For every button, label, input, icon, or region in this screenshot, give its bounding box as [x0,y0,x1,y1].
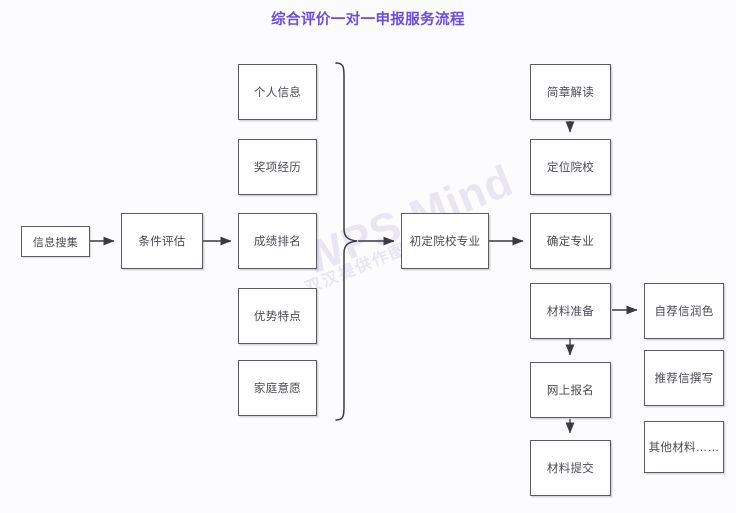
node-label: 初定院校专业 [409,236,481,248]
node-personal-info[interactable]: 个人信息 [238,64,317,120]
node-label: 信息搜集 [32,236,79,249]
node-brochure-reading[interactable]: 简章解读 [530,64,611,120]
node-locate-school[interactable]: 定位院校 [530,139,611,195]
node-condition-evaluation[interactable]: 条件评估 [121,213,203,269]
node-label: 确定专业 [546,236,595,248]
node-label: 推荐信撰写 [654,373,714,385]
node-recommendation-letter-writing[interactable]: 推荐信撰写 [644,350,724,406]
node-preliminary-school-major[interactable]: 初定院校专业 [401,213,489,269]
node-label: 材料提交 [546,463,595,475]
node-strength-traits[interactable]: 优势特点 [238,288,317,344]
node-label: 自荐信润色 [654,306,714,318]
node-label: 其他材料…… [648,442,720,454]
node-material-submission[interactable]: 材料提交 [530,440,611,496]
node-label: 简章解读 [546,87,595,99]
node-family-wishes[interactable]: 家庭意愿 [238,360,317,416]
page-title: 综合评价一对一申报服务流程 [271,12,465,28]
node-confirm-major[interactable]: 确定专业 [530,213,611,269]
node-online-registration[interactable]: 网上报名 [530,362,611,418]
node-label: 奖项经历 [253,162,302,174]
node-label: 条件评估 [138,236,186,248]
node-other-materials[interactable]: 其他材料…… [644,421,724,473]
node-self-recommendation-polish[interactable]: 自荐信润色 [644,283,724,339]
node-award-history[interactable]: 奖项经历 [238,139,317,195]
node-label: 个人信息 [253,87,302,99]
node-score-ranking[interactable]: 成绩排名 [238,213,317,269]
grouping-brace [335,62,358,421]
node-label: 网上报名 [546,385,595,397]
node-material-preparation[interactable]: 材料准备 [530,283,611,339]
node-label: 家庭意愿 [253,383,302,395]
node-label: 成绩排名 [253,236,302,248]
node-info-collection[interactable]: 信息搜集 [21,226,90,257]
node-label: 定位院校 [546,162,595,174]
node-label: 材料准备 [546,306,595,318]
node-label: 优势特点 [253,311,302,323]
